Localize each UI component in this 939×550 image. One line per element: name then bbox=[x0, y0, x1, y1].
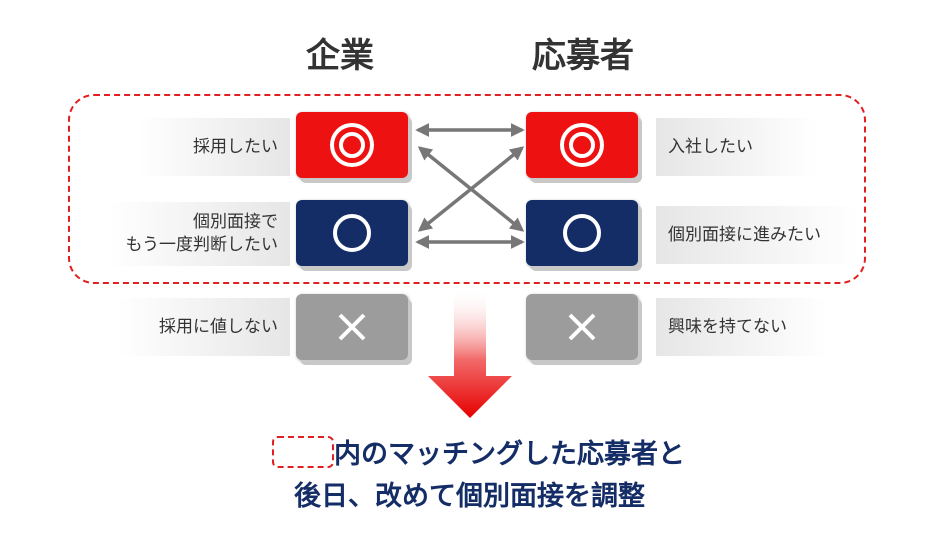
applicant-label-interview-text: 個別面接に進みたい bbox=[668, 224, 821, 245]
company-box-double-circle bbox=[296, 112, 408, 178]
applicant-header: 応募者 bbox=[532, 36, 634, 76]
applicant-box-double-circle bbox=[526, 112, 638, 178]
company-label-hire: 採用したい bbox=[138, 118, 290, 176]
footer-line-1: 内のマッチングした応募者と bbox=[334, 439, 685, 470]
cross-icon bbox=[568, 313, 596, 341]
company-label-reject-text: 採用に値しない bbox=[159, 316, 278, 337]
double-circle-icon bbox=[560, 123, 604, 167]
applicant-label-join-text: 入社したい bbox=[668, 136, 753, 157]
applicant-box-circle bbox=[526, 200, 638, 266]
applicant-label-join: 入社したい bbox=[656, 118, 818, 176]
legend-dashed-box bbox=[272, 436, 334, 468]
cross-icon bbox=[338, 313, 366, 341]
down-arrow bbox=[428, 288, 512, 418]
circle-icon bbox=[563, 214, 601, 252]
applicant-label-no-interest: 興味を持てない bbox=[656, 298, 828, 356]
matched-region bbox=[68, 94, 866, 284]
double-circle-icon bbox=[330, 123, 374, 167]
company-header: 企業 bbox=[306, 36, 374, 76]
applicant-label-interview: 個別面接に進みたい bbox=[656, 206, 858, 264]
company-label-reject: 採用に値しない bbox=[118, 298, 290, 356]
company-box-circle bbox=[296, 200, 408, 266]
company-label-interview-text: 個別面接で もう一度判断したい bbox=[125, 212, 279, 255]
footer-line-2: 後日、改めて個別面接を調整 bbox=[294, 481, 645, 512]
arrow-diagonal-up bbox=[417, 146, 525, 232]
applicant-box-cross bbox=[526, 294, 638, 360]
company-box-cross bbox=[296, 294, 408, 360]
circle-icon bbox=[333, 214, 371, 252]
applicant-label-no-interest-text: 興味を持てない bbox=[668, 316, 787, 337]
company-label-interview: 個別面接で もう一度判断したい bbox=[108, 202, 290, 266]
company-label-hire-text: 採用したい bbox=[193, 136, 278, 157]
